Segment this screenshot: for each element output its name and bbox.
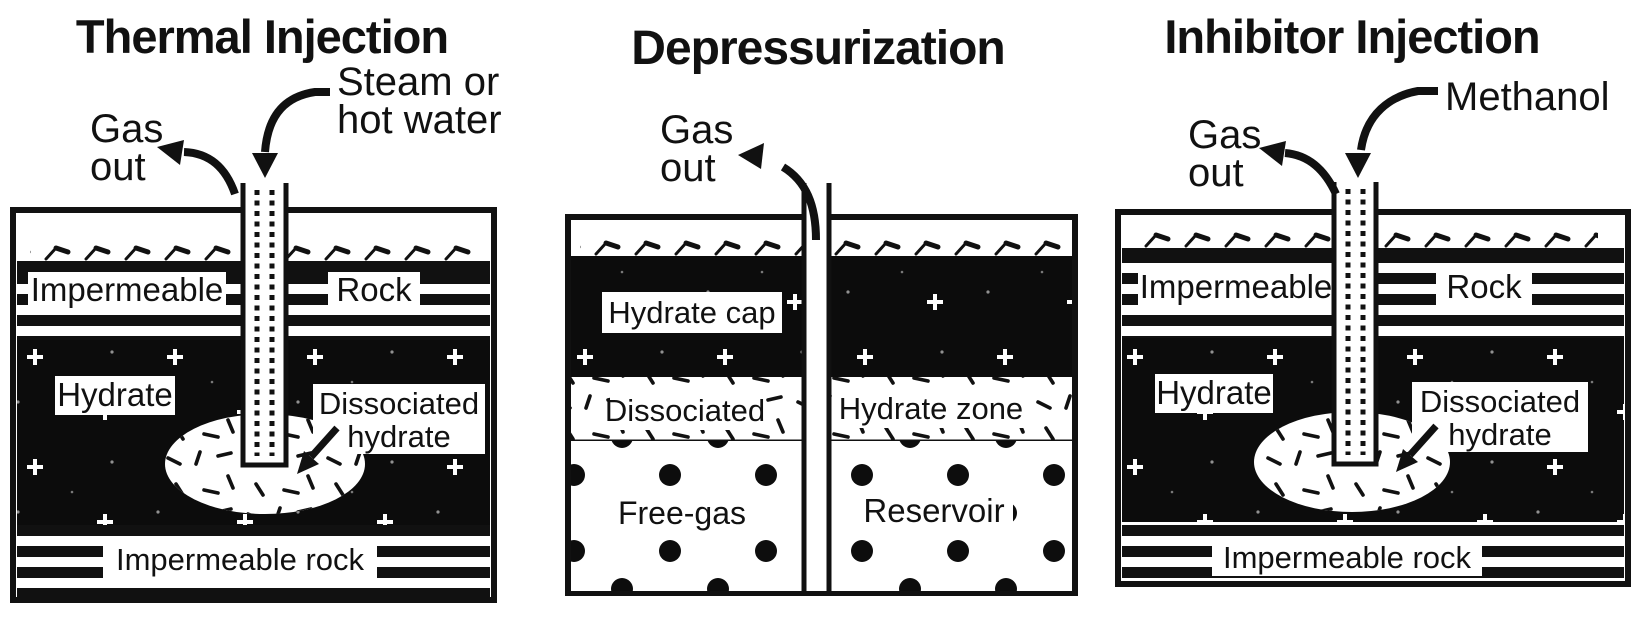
well-pipe xyxy=(1331,182,1379,467)
rock-label-bg xyxy=(328,272,420,308)
hydrate-label-bg xyxy=(55,376,175,415)
free-gas-label-bg xyxy=(607,494,757,534)
reservoir-label-bg xyxy=(855,492,1013,532)
panel-title: Thermal Injection xyxy=(76,10,448,63)
dissociated-label-line1: Dissociated xyxy=(1420,384,1580,419)
gas-out-arrow xyxy=(157,140,239,196)
impermeable-label: Impermeable xyxy=(1140,268,1333,305)
gas-out-label-line1: Gas xyxy=(660,108,733,152)
hydrate-zone-label: Hydrate zone xyxy=(839,391,1023,426)
impermeable-label-bg xyxy=(1138,268,1334,306)
methanol-injection-arrow xyxy=(1345,87,1438,178)
steam-label-line2: hot water xyxy=(337,98,502,142)
rock-label: Rock xyxy=(1446,268,1522,305)
impermeable-label: Impermeable xyxy=(31,271,224,308)
steam-injection-arrow xyxy=(252,88,330,178)
dissociated-label-line1: Dissociated xyxy=(319,386,479,421)
dissociated-label-line2: hydrate xyxy=(347,419,450,454)
gas-out-arrow xyxy=(1259,141,1340,196)
dissociated-label: Dissociated xyxy=(605,393,765,428)
free-gas-label: Free-gas xyxy=(618,495,746,531)
hydrate-zone-label-bg xyxy=(838,390,1024,428)
dissociated-pointer-arrow xyxy=(297,425,340,474)
rock-label: Rock xyxy=(336,271,412,308)
impermeable-label-bg xyxy=(28,272,226,308)
well-pipe xyxy=(801,183,832,591)
well-pipe xyxy=(240,183,289,468)
gas-out-label-line1: Gas xyxy=(1188,113,1261,157)
impermeable-rock-label-bg xyxy=(1212,540,1482,576)
rock-label-bg xyxy=(1436,268,1532,306)
panel-thermal-injection: Impermeable Rock Impermeable rock Hydrat… xyxy=(0,0,550,619)
hydrate-label: Hydrate xyxy=(57,376,173,413)
thermal-injection-diagram: Impermeable Rock Impermeable rock Hydrat… xyxy=(10,10,502,603)
dissociated-label-bg xyxy=(1412,382,1588,452)
gas-out-arrow xyxy=(738,143,820,241)
hydrate-label-bg xyxy=(1155,374,1273,413)
reservoir-label: Reservoir xyxy=(863,492,1004,529)
impermeable-rock-label: Impermeable rock xyxy=(116,542,365,577)
depressurization-diagram: Hydrate cap Dissociated Hydrate zone Fre… xyxy=(565,22,1078,596)
hydrate-label: Hydrate xyxy=(1156,374,1272,411)
panel-title: Depressurization xyxy=(631,22,1004,75)
gas-out-label-line2: out xyxy=(1188,151,1244,195)
gas-out-label-line1: Gas xyxy=(90,107,163,151)
dissociated-pointer-arrow xyxy=(1396,423,1439,472)
dissociated-label-bg xyxy=(313,384,485,454)
hydrate-cap-label-bg xyxy=(602,292,782,333)
dissociated-label-bg xyxy=(610,392,762,430)
impermeable-rock-label-bg xyxy=(103,542,377,578)
dissociated-label-line2: hydrate xyxy=(1448,417,1551,452)
steam-label-line1: Steam or xyxy=(337,60,499,104)
panel-inhibitor-injection: Impermeable Rock Impermeable rock Hydrat… xyxy=(1100,0,1650,619)
hydrate-cap-label: Hydrate cap xyxy=(608,295,775,330)
gas-out-label-line2: out xyxy=(660,146,716,190)
panel-title: Inhibitor Injection xyxy=(1164,10,1539,63)
gas-out-label-line2: out xyxy=(90,145,146,189)
impermeable-rock-label: Impermeable rock xyxy=(1223,540,1472,575)
panel-depressurization: Hydrate cap Dissociated Hydrate zone Fre… xyxy=(550,0,1100,619)
methanol-label: Methanol xyxy=(1445,75,1610,119)
inhibitor-injection-diagram: Impermeable Rock Impermeable rock Hydrat… xyxy=(1115,10,1631,587)
